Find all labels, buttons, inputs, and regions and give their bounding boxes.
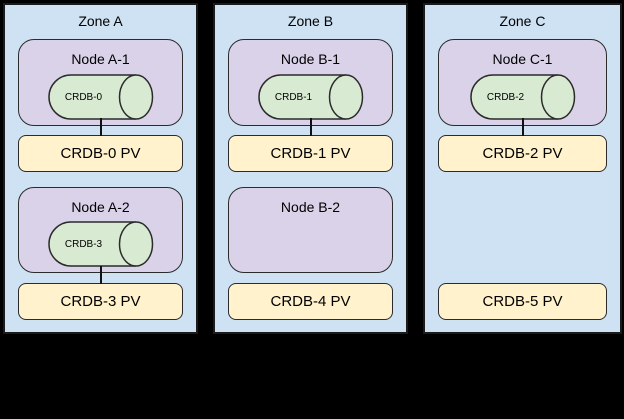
- db-pod-label: CRDB-0: [64, 91, 103, 103]
- node-label: Node C-1: [492, 51, 553, 67]
- pv-b2-unattached: CRDB-4 PV: [228, 283, 393, 320]
- connector-line: [521, 118, 524, 136]
- node-label: Node B-1: [280, 51, 341, 67]
- node-label: Node A-2: [71, 199, 130, 215]
- node-label: Node B-2: [280, 199, 341, 215]
- pv-label: CRDB-0 PV: [60, 145, 141, 162]
- pv-label: CRDB-4 PV: [270, 293, 351, 310]
- database-cylinder-icon: CRDB-0: [47, 74, 154, 120]
- zone-c-container: Zone C Node C-1 CRDB-2 CRDB-2 PV CRDB-5 …: [423, 3, 622, 334]
- zone-label: Zone C: [499, 13, 546, 29]
- pv-a2: CRDB-3 PV: [18, 283, 183, 320]
- zone-label: Zone B: [287, 13, 334, 29]
- node-c1: Node C-1 CRDB-2: [438, 39, 607, 126]
- pv-c1: CRDB-2 PV: [438, 135, 607, 172]
- zone-a-container: Zone A Node A-1 CRDB-0 CRDB-0 PV Node A-…: [3, 3, 198, 334]
- zone-b-container: Zone B Node B-1 CRDB-1 CRDB-1 PV Node B-…: [213, 3, 408, 334]
- database-cylinder-icon: CRDB-2: [469, 74, 576, 120]
- pv-c2-unattached: CRDB-5 PV: [438, 283, 607, 320]
- node-b2-empty: Node B-2: [228, 187, 393, 273]
- node-b1: Node B-1 CRDB-1: [228, 39, 393, 126]
- pv-b1: CRDB-1 PV: [228, 135, 393, 172]
- connector-line: [99, 266, 102, 284]
- db-pod-label: CRDB-2: [486, 91, 525, 103]
- db-pod-label: CRDB-1: [274, 91, 313, 103]
- node-label: Node A-1: [71, 51, 130, 67]
- connector-line: [99, 118, 102, 136]
- node-a1: Node A-1 CRDB-0: [18, 39, 183, 126]
- pv-label: CRDB-5 PV: [482, 293, 563, 310]
- pv-label: CRDB-2 PV: [482, 145, 563, 162]
- db-pod-label: CRDB-3: [64, 238, 103, 250]
- database-cylinder-icon: CRDB-1: [257, 74, 364, 120]
- database-cylinder-icon: CRDB-3: [47, 221, 154, 267]
- pv-a1: CRDB-0 PV: [18, 135, 183, 172]
- connector-line: [309, 118, 312, 136]
- pv-label: CRDB-3 PV: [60, 293, 141, 310]
- node-a2: Node A-2 CRDB-3: [18, 187, 183, 273]
- pv-label: CRDB-1 PV: [270, 145, 351, 162]
- zone-label: Zone A: [78, 13, 123, 29]
